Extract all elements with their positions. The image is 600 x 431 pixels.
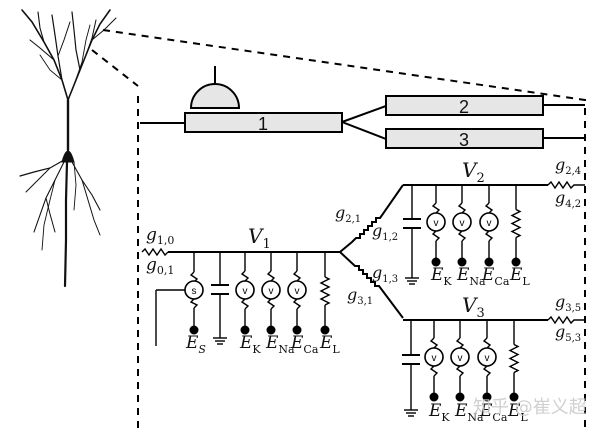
label-EL-node3: EL: [507, 401, 528, 424]
channel-Na-node3: v: [450, 320, 470, 402]
channel-Na-node1: v: [261, 252, 281, 335]
label-ECa-node2: ECa: [481, 265, 510, 288]
channel-K-node1: v: [235, 252, 255, 335]
svg-text:s: s: [192, 286, 197, 297]
resistor-g13: [339, 251, 404, 319]
label-ENa-node1: ENa: [265, 333, 295, 356]
svg-text:v: v: [295, 286, 300, 297]
circuit-node-2: V2 g2,4 g4,2: [403, 155, 585, 285]
ground-icon: [405, 277, 419, 285]
branch-connector: g2,1 g1,2 g1,3 g3,1: [335, 184, 404, 319]
terminal-dot: [429, 392, 439, 402]
label-g24: g2,4: [555, 155, 581, 177]
watermark: 知乎 @崔义超: [473, 397, 587, 418]
compartment-1-label: 1: [258, 114, 268, 134]
terminal-dot: [457, 257, 467, 267]
circuit-node-1: g1,0 g0,1 V1 s: [141, 224, 340, 346]
label-ES: ES: [185, 333, 206, 356]
resistor-g10: [141, 247, 169, 257]
terminal-dot: [431, 257, 441, 267]
ground-icon: [404, 409, 418, 417]
label-EK-node2: EK: [430, 265, 452, 288]
label-g13: g1,3: [372, 263, 398, 285]
leak-resistor-icon: [319, 276, 331, 306]
label-EK-node3: EK: [428, 401, 450, 424]
compartment-2-label: 2: [459, 97, 469, 117]
zoom-dashed-line-left-diag: [91, 49, 139, 87]
svg-text:v: v: [269, 286, 274, 297]
resistor-g35: [547, 315, 585, 325]
synapse-bouton: [189, 83, 241, 109]
pyramidal-neuron-drawing: [19, 9, 117, 288]
label-EL-node1: EL: [319, 333, 340, 356]
terminal-dot: [455, 392, 465, 402]
channel-K-node3: v: [424, 320, 444, 402]
svg-text:v: v: [458, 353, 463, 364]
leak-node2: [510, 185, 522, 267]
leak-node1: [319, 252, 331, 335]
resistor-g24: [547, 180, 585, 190]
label-g35: g3,5: [555, 292, 581, 314]
leak-resistor-icon: [510, 208, 522, 239]
channel-Na-node2: v: [452, 185, 472, 267]
terminal-dot: [240, 325, 250, 335]
leak-resistor-icon: [508, 343, 520, 374]
label-ECa-node3: ECa: [479, 401, 508, 424]
label-ENa-node3: ENa: [454, 401, 484, 424]
terminal-dot: [511, 257, 521, 267]
label-V1: V1: [248, 224, 271, 252]
label-g53: g5,3: [555, 322, 581, 344]
resistor-g21: [339, 184, 404, 253]
channel-K-node2: v: [426, 185, 446, 267]
terminal-dot: [292, 325, 302, 335]
label-g42: g4,2: [555, 188, 581, 210]
circuit-node-3: V3 g3,5 g5,3: [402, 292, 585, 417]
terminal-dot: [484, 257, 494, 267]
label-g10: g1,0: [146, 225, 174, 247]
svg-text:v: v: [243, 286, 248, 297]
ground-icon: [213, 337, 227, 345]
label-ECa-node1: ECa: [290, 333, 319, 356]
label-EL-node2: EL: [509, 265, 530, 288]
svg-text:v: v: [434, 218, 439, 229]
label-g21: g2,1: [335, 203, 361, 225]
svg-text:v: v: [485, 353, 490, 364]
label-g01: g0,1: [146, 255, 174, 277]
svg-text:v: v: [487, 218, 492, 229]
compartment-3-label: 3: [459, 130, 469, 150]
channel-Ca-node3: v: [477, 320, 497, 402]
svg-text:v: v: [460, 218, 465, 229]
label-g31: g3,1: [347, 285, 373, 307]
label-g12: g1,2: [372, 221, 398, 243]
compartment-diagram: 1 2 3: [140, 66, 585, 150]
zoom-dashed-line-top: [102, 29, 586, 104]
channel-Ca-node2: v: [479, 185, 499, 267]
label-V3: V3: [462, 293, 485, 321]
svg-text:v: v: [432, 353, 437, 364]
terminal-dot: [482, 392, 492, 402]
leak-node3: [508, 320, 520, 402]
label-V2: V2: [462, 158, 485, 186]
terminal-dot: [320, 325, 330, 335]
label-ENa-node2: ENa: [456, 265, 486, 288]
terminal-dot: [266, 325, 276, 335]
channel-Ca-node1: v: [287, 252, 307, 335]
terminal-dot: [509, 392, 519, 402]
label-EK-node1: EK: [239, 333, 261, 356]
